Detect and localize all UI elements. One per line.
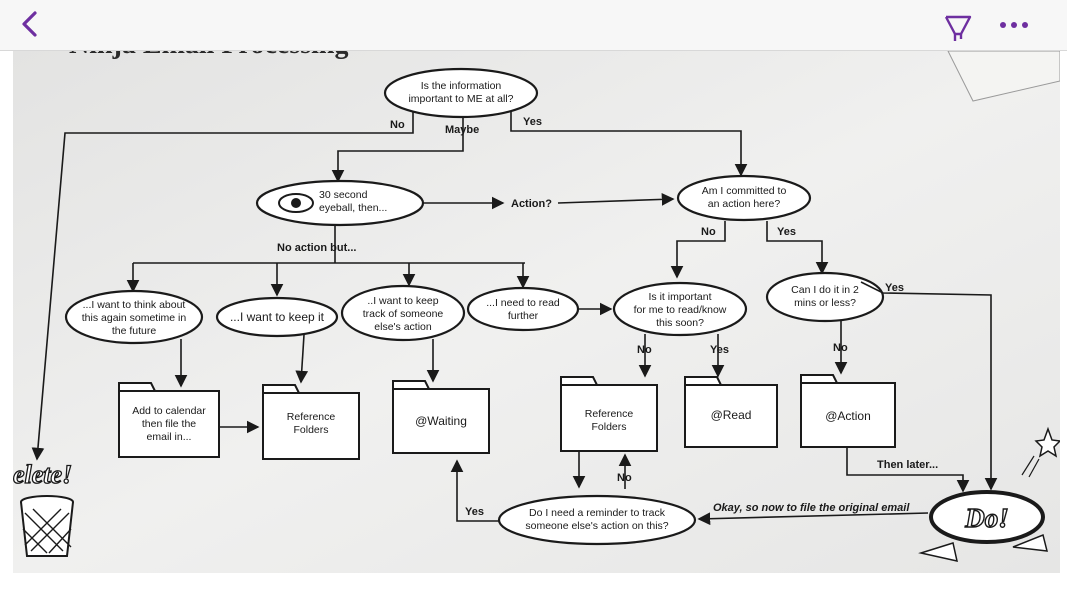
highlighter-button[interactable] xyxy=(938,6,978,46)
think-line1: ...I want to think about xyxy=(83,299,186,311)
twomin-line1: Can I do it in 2 xyxy=(791,284,859,296)
waiting-label: @Waiting xyxy=(415,414,467,428)
edge-label-yes: Yes xyxy=(523,116,542,128)
delete-label: elete! xyxy=(13,460,72,489)
paper-corner xyxy=(947,51,1060,102)
edge-committed-yes xyxy=(766,221,829,275)
calendar-line3: email in... xyxy=(147,431,192,443)
think-later-node: ...I want to think about this again some… xyxy=(64,289,204,345)
calendar-line2: then file the xyxy=(142,418,196,430)
reference1-line1: Reference xyxy=(287,411,336,423)
folder-reference-2: Reference Folders xyxy=(560,376,658,452)
edge-label-reminder-yes: Yes xyxy=(465,506,484,518)
track-line2: track of someone xyxy=(363,308,444,320)
folder-waiting: @Waiting xyxy=(392,380,490,454)
twomin-line2: mins or less? xyxy=(794,297,856,309)
think-line2: this again sometime in xyxy=(82,312,187,324)
keep-line1: ...I want to keep it xyxy=(230,310,325,324)
track-action-node: ..I want to keep track of someone else's… xyxy=(340,284,466,342)
edge-do-reminder xyxy=(697,512,929,526)
two-minute-question-node: Can I do it in 2 mins or less? xyxy=(765,271,885,323)
important-question-node: Is it important for me to read/know this… xyxy=(612,281,748,337)
eye-icon xyxy=(278,193,314,213)
edge-keep-reference xyxy=(295,334,309,384)
flowchart-photo: Ninja Email Processing Is the informatio… xyxy=(13,51,1060,573)
reference2-line2: Folders xyxy=(591,421,626,433)
star-icon xyxy=(1021,426,1060,478)
read-label: @Read xyxy=(711,408,752,422)
edge-action-do xyxy=(846,447,970,493)
start-line2: important to ME at all? xyxy=(408,93,513,105)
edge-committed-no xyxy=(670,221,726,279)
start-question-node: Is the information important to ME at al… xyxy=(383,67,539,119)
edge-twomin-yes xyxy=(860,281,998,491)
edge-label-reminder-no: No xyxy=(617,472,632,484)
more-options-button[interactable] xyxy=(994,8,1034,42)
track-line1: ..I want to keep xyxy=(367,295,438,307)
reference2-line1: Reference xyxy=(585,408,634,420)
eyeball-line2: eyeball, then... xyxy=(319,202,387,214)
edge-label-twomin-no: No xyxy=(833,342,848,354)
committed-question-node: Am I committed to an action here? xyxy=(676,174,812,222)
read-further-node: ...I need to read further xyxy=(466,286,580,332)
do-it-label: Do! xyxy=(964,503,1009,533)
edge-label-maybe: Maybe xyxy=(445,124,479,136)
edge-label-committed-no: No xyxy=(701,226,716,238)
highlighter-pen-icon xyxy=(944,15,972,41)
edge-reminder-yes xyxy=(450,459,499,522)
back-button[interactable] xyxy=(12,6,48,42)
top-toolbar xyxy=(0,0,1067,51)
party-horn-icon xyxy=(918,533,1048,562)
calendar-line1: Add to calendar xyxy=(132,405,206,417)
edge-label-important-no: No xyxy=(637,344,652,356)
reminder-line2: someone else's action on this? xyxy=(525,520,668,532)
eyeball-node: 30 second eyeball, then... xyxy=(255,179,425,227)
reference1-line2: Folders xyxy=(293,424,328,436)
folder-action: @Action xyxy=(800,374,896,448)
edge-label-okay-file: Okay, so now to file the original email xyxy=(713,502,910,514)
chevron-left-icon xyxy=(22,11,37,37)
reminder-line1: Do I need a reminder to track xyxy=(529,507,666,519)
edge-maybe xyxy=(331,117,464,183)
edge-yes xyxy=(510,111,748,177)
important-line2: for me to read/know xyxy=(634,304,727,316)
edge-action-committed xyxy=(557,192,675,206)
committed-line2: an action here? xyxy=(708,198,781,210)
trash-can-icon xyxy=(20,495,74,557)
committed-line1: Am I committed to xyxy=(702,185,787,197)
edge-label-no: No xyxy=(390,119,405,131)
edge-label-then-later: Then later... xyxy=(877,459,938,471)
reminder-question-node: Do I need a reminder to track someone el… xyxy=(497,494,697,546)
track-line3: else's action xyxy=(374,321,432,333)
eyeball-line1: 30 second xyxy=(319,189,368,201)
keep-it-node: ...I want to keep it xyxy=(215,296,339,338)
diagram-title-partial: Ninja Email Processing xyxy=(69,51,348,60)
folder-reference-1: Reference Folders xyxy=(262,384,360,460)
think-line3: the future xyxy=(112,325,157,337)
edge-label-important-yes: Yes xyxy=(710,344,729,356)
action-label: @Action xyxy=(825,409,871,423)
edge-no-to-delete xyxy=(31,111,414,461)
edge-label-no-action-but: No action but... xyxy=(277,242,356,254)
edge-label-action: Action? xyxy=(511,198,552,210)
read-further-line2: further xyxy=(508,310,539,322)
folder-add-to-calendar: Add to calendar then file the email in..… xyxy=(118,382,220,458)
read-further-line1: ...I need to read xyxy=(486,297,560,309)
email-processing-flowchart: Ninja Email Processing Is the informatio… xyxy=(13,51,1060,573)
edge-label-twomin-yes: Yes xyxy=(885,282,904,294)
start-line1: Is the information xyxy=(421,80,502,92)
important-line3: this soon? xyxy=(656,317,704,329)
more-dots-icon xyxy=(1000,22,1028,28)
important-line1: Is it important xyxy=(648,291,711,303)
folder-read: @Read xyxy=(684,376,778,448)
edge-label-committed-yes: Yes xyxy=(777,226,796,238)
do-it-node: Do! xyxy=(929,490,1045,544)
